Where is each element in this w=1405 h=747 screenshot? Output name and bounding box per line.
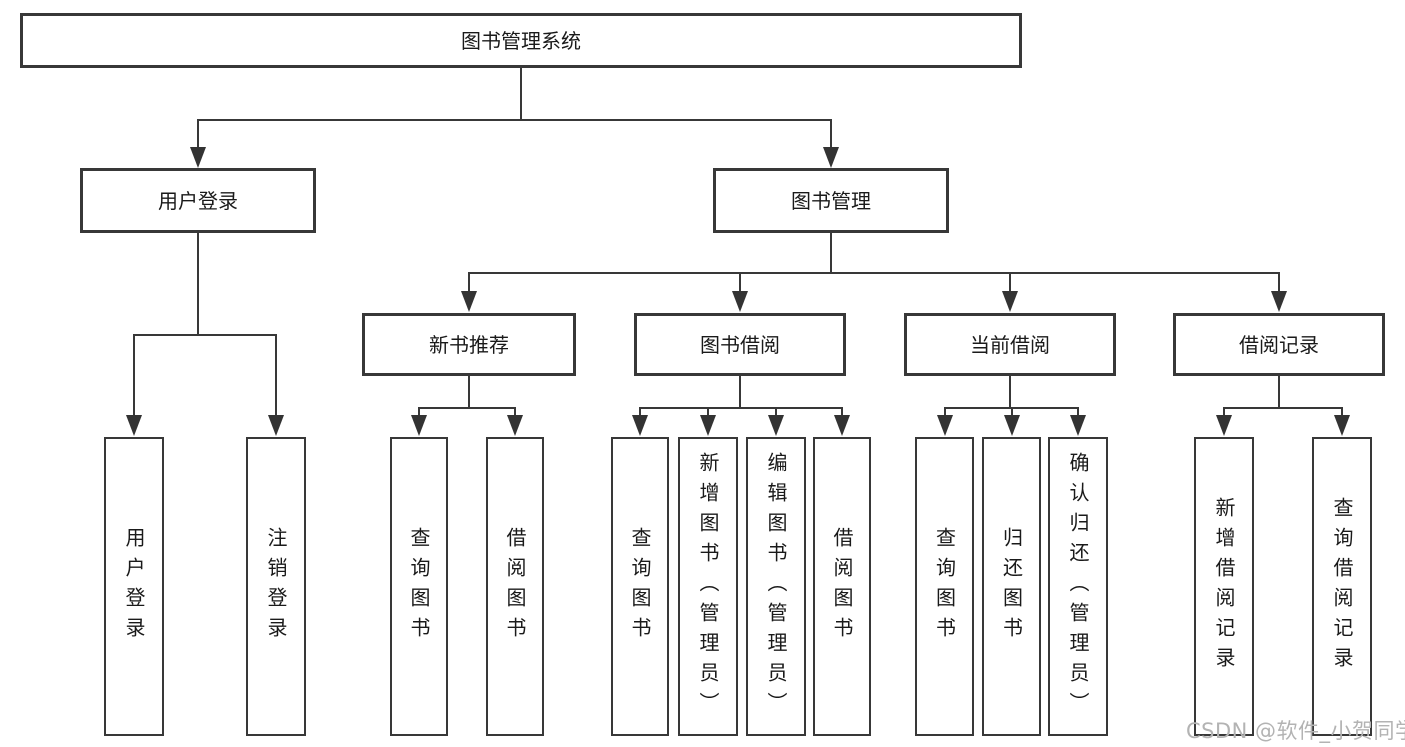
arrow-down-icon [507, 415, 523, 436]
arrow-down-icon [1271, 291, 1287, 312]
leaf-add-borrow-record: 新增借阅记录 [1194, 437, 1254, 736]
node-label: 图书借阅 [700, 332, 780, 357]
arrow-down-icon [1334, 415, 1350, 436]
node-label: 借阅图书 [830, 526, 854, 647]
connector-line [468, 272, 470, 293]
connector-line [1011, 407, 1013, 417]
leaf-query-books-current: 查询图书 [915, 437, 974, 736]
csdn-watermark: CSDN @软件_小贺同学 [1186, 719, 1405, 743]
node-new-book-recommend: 新书推荐 [362, 313, 576, 376]
node-label: 当前借阅 [970, 332, 1050, 357]
node-label: 确认归还（管理员） [1066, 451, 1090, 722]
arrow-down-icon [411, 415, 427, 436]
arrow-down-icon [700, 415, 716, 436]
node-book-borrow: 图书借阅 [634, 313, 846, 376]
node-label: 用户登录 [122, 526, 146, 647]
node-label: 图书管理 [791, 188, 871, 213]
arrow-down-icon [1216, 415, 1232, 436]
arrow-down-icon [732, 291, 748, 312]
connector-line [418, 407, 420, 417]
connector-line [1224, 407, 1342, 409]
node-label: 编辑图书（管理员） [764, 451, 788, 722]
connector-line [944, 407, 946, 417]
connector-line [198, 119, 832, 121]
node-label: 注销登录 [264, 526, 288, 647]
arrow-down-icon [1004, 415, 1020, 436]
connector-line [197, 233, 199, 335]
node-label: 借阅图书 [503, 526, 527, 647]
arrow-down-icon [1070, 415, 1086, 436]
arrow-down-icon [823, 147, 839, 168]
connector-line [639, 407, 641, 417]
node-label: 查询图书 [932, 526, 957, 647]
connector-line [830, 233, 832, 273]
arrow-down-icon [768, 415, 784, 436]
leaf-add-books-admin: 新增图书（管理员） [678, 437, 738, 736]
leaf-query-borrow-record: 查询借阅记录 [1312, 437, 1372, 736]
connector-line [1223, 407, 1225, 417]
connector-line [640, 407, 842, 409]
connector-line [469, 272, 1279, 274]
node-user-login: 用户登录 [80, 168, 316, 233]
arrow-down-icon [190, 147, 206, 168]
leaf-query-books-borrow: 查询图书 [611, 437, 669, 736]
node-book-management: 图书管理 [713, 168, 949, 233]
connector-line [1278, 376, 1280, 408]
connector-line [1278, 272, 1280, 293]
node-label: 图书管理系统 [461, 28, 581, 53]
connector-line [197, 119, 199, 149]
node-label: 新增图书（管理员） [696, 451, 720, 722]
connector-line [133, 334, 135, 417]
leaf-edit-books-admin: 编辑图书（管理员） [746, 437, 806, 736]
connector-line [841, 407, 843, 417]
connector-line [134, 334, 276, 336]
node-current-borrow: 当前借阅 [904, 313, 1116, 376]
node-label: 查询图书 [628, 526, 652, 647]
leaf-borrow-books-recommend: 借阅图书 [486, 437, 544, 736]
arrow-down-icon [268, 415, 284, 436]
node-label: 归还图书 [999, 526, 1024, 647]
connector-line [739, 376, 741, 408]
node-label: 查询图书 [407, 526, 431, 647]
arrow-down-icon [834, 415, 850, 436]
connector-line [739, 272, 741, 293]
arrow-down-icon [126, 415, 142, 436]
node-label: 借阅记录 [1239, 332, 1319, 357]
arrow-down-icon [937, 415, 953, 436]
connector-line [1341, 407, 1343, 417]
node-label: 用户登录 [158, 188, 238, 213]
leaf-return-books: 归还图书 [982, 437, 1041, 736]
arrow-down-icon [632, 415, 648, 436]
connector-line [275, 334, 277, 417]
connector-line [830, 119, 832, 149]
leaf-query-books-recommend: 查询图书 [390, 437, 448, 736]
connector-line [514, 407, 516, 417]
leaf-logout: 注销登录 [246, 437, 306, 736]
connector-line [468, 376, 470, 408]
leaf-confirm-return-admin: 确认归还（管理员） [1048, 437, 1108, 736]
connector-line [1009, 376, 1011, 408]
leaf-user-login: 用户登录 [104, 437, 164, 736]
arrow-down-icon [461, 291, 477, 312]
node-label: 新增借阅记录 [1212, 496, 1236, 677]
connector-line [1009, 272, 1011, 293]
node-library-system: 图书管理系统 [20, 13, 1022, 68]
node-label: 新书推荐 [429, 332, 509, 357]
arrow-down-icon [1002, 291, 1018, 312]
leaf-borrow-books: 借阅图书 [813, 437, 871, 736]
node-label: 查询借阅记录 [1330, 496, 1354, 677]
connector-line [1077, 407, 1079, 417]
connector-line [520, 68, 522, 120]
node-borrow-records: 借阅记录 [1173, 313, 1385, 376]
connector-line [775, 407, 777, 417]
connector-line [419, 407, 515, 409]
connector-line [707, 407, 709, 417]
